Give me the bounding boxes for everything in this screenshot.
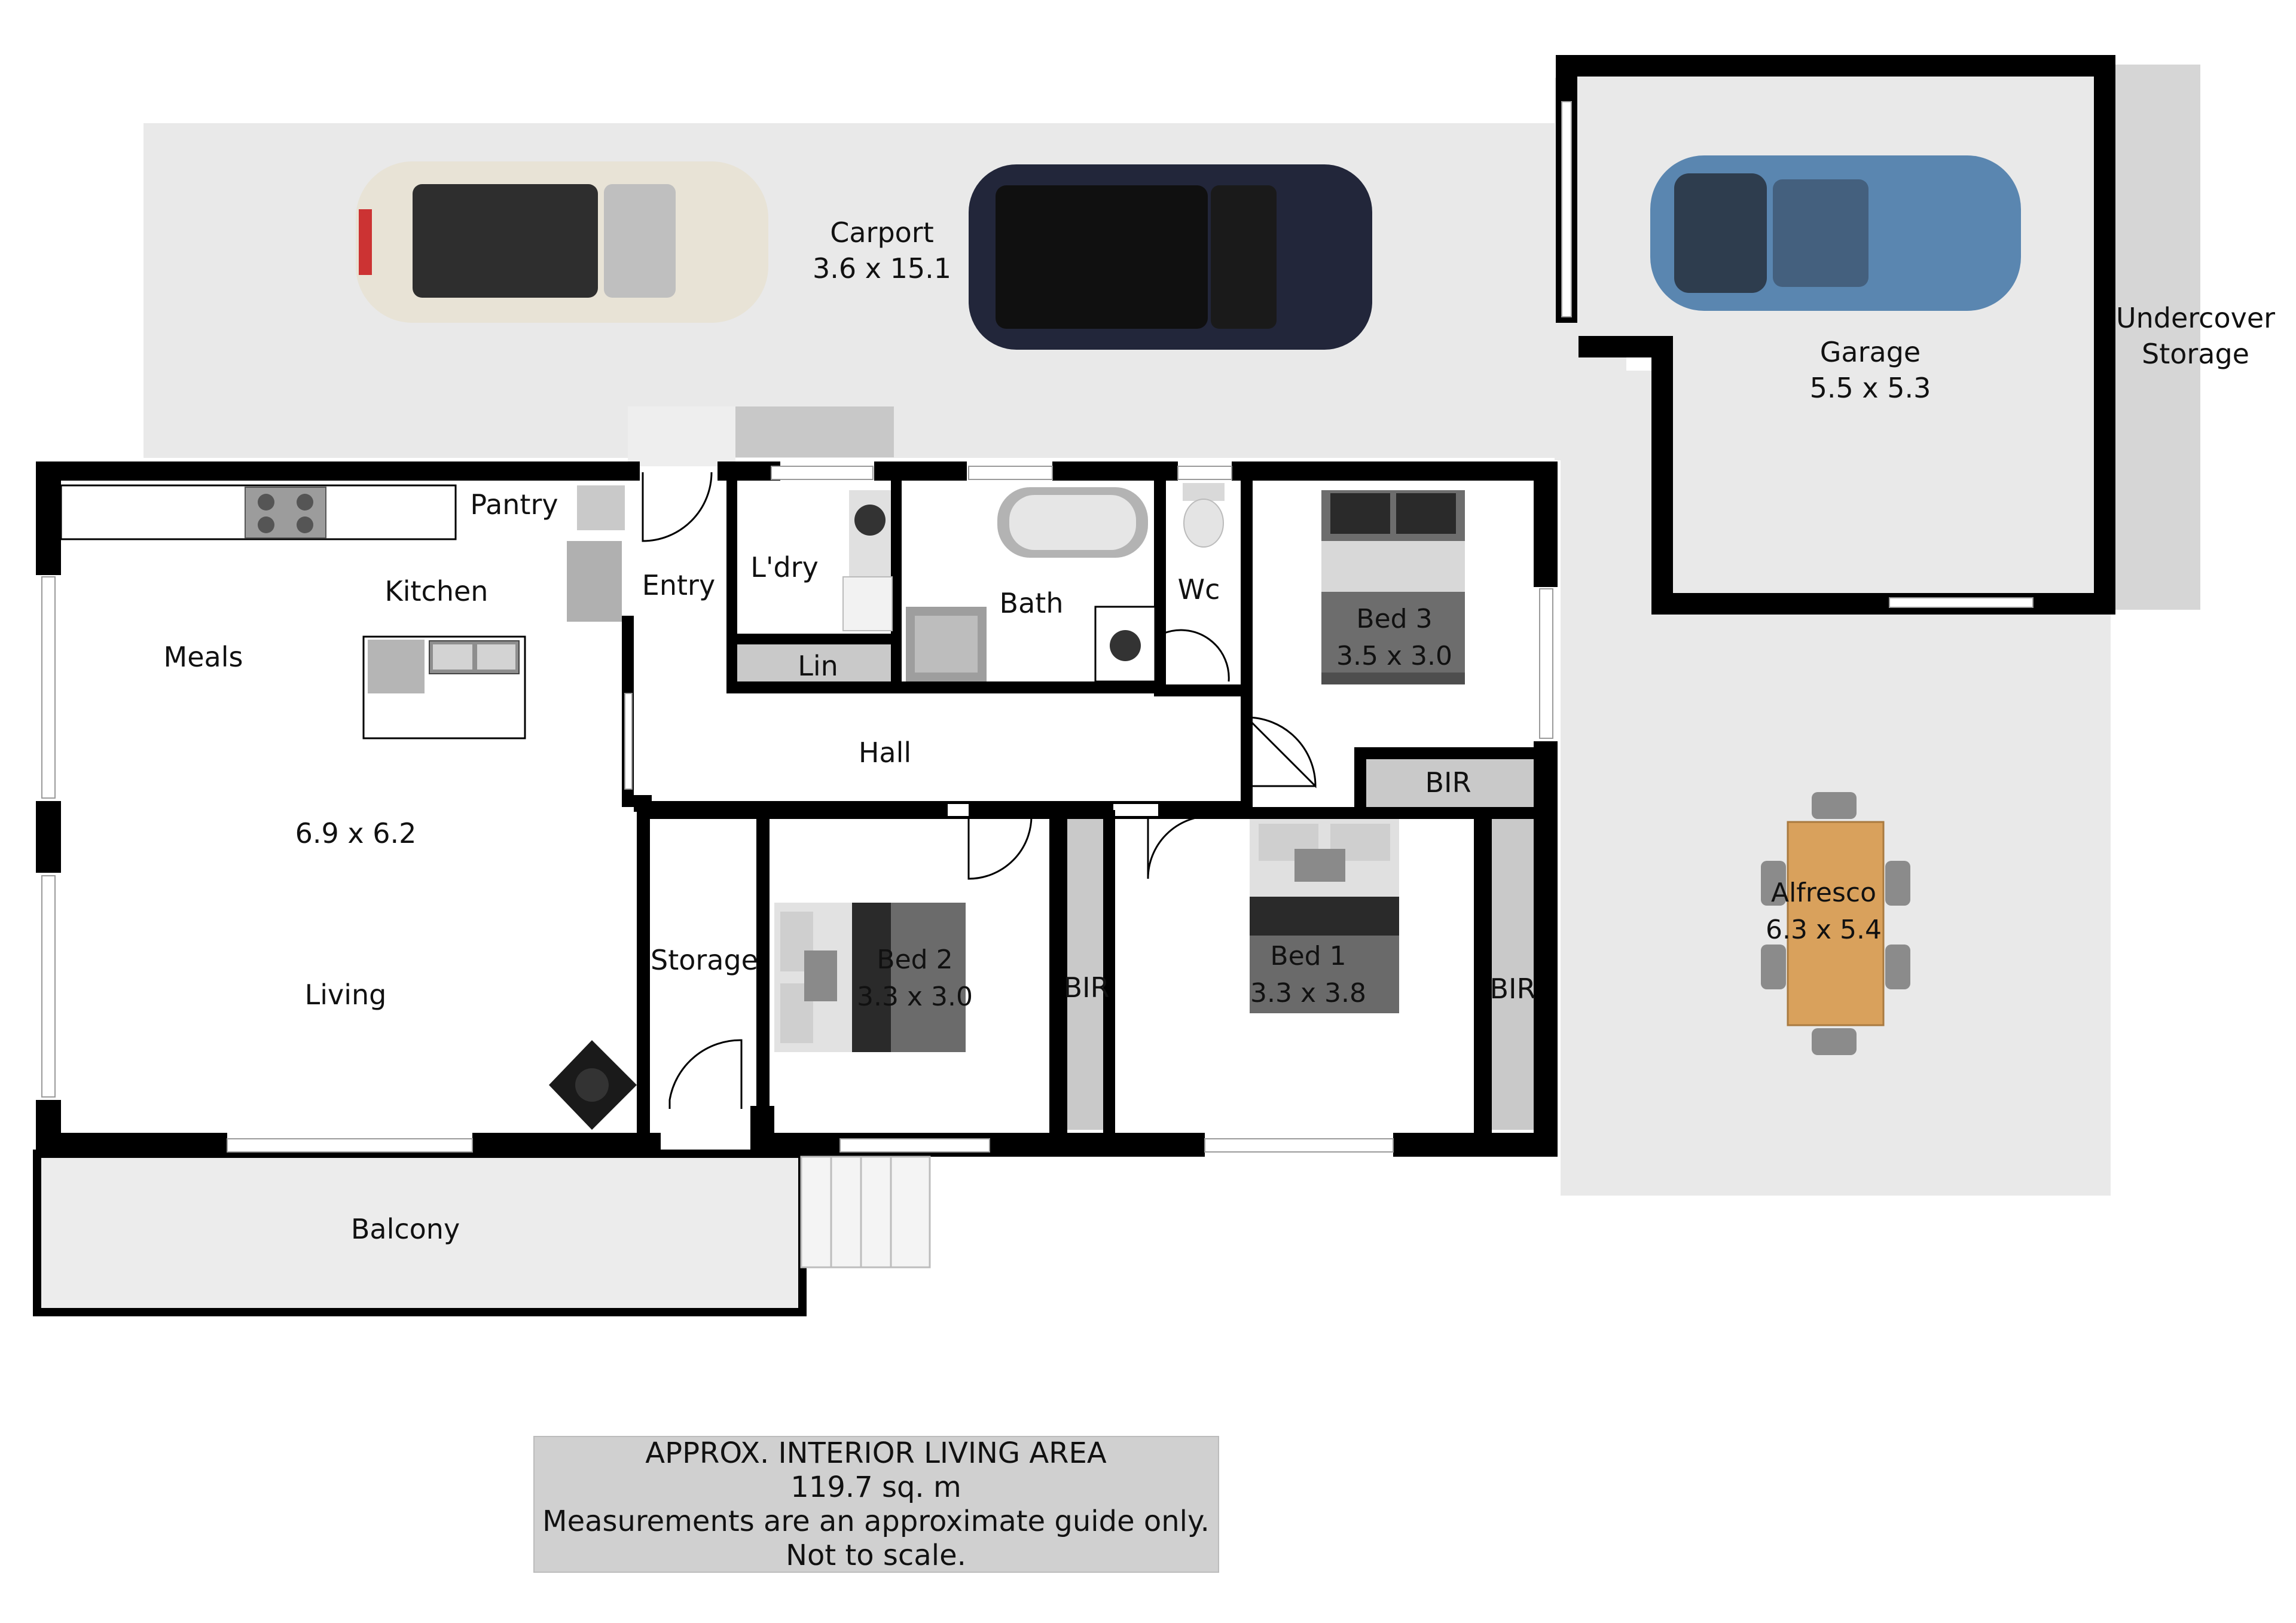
fixtures — [60, 483, 1225, 1130]
info-line-4: Not to scale. — [786, 1539, 966, 1572]
wc-label: Wc — [1178, 573, 1220, 606]
alfresco-table — [1761, 792, 1910, 1055]
bed1-size: 3.3 x 3.8 — [1250, 978, 1366, 1008]
fridge — [567, 541, 622, 622]
kitchen-label: Kitchen — [385, 575, 488, 607]
living-label: Living — [305, 979, 387, 1011]
car-white — [356, 161, 768, 323]
undercover-label-2: Storage — [2142, 338, 2249, 370]
alfresco-label: Alfresco — [1771, 878, 1876, 908]
undercover-storage-area — [2111, 65, 2200, 610]
garage-label: Garage — [1820, 336, 1921, 368]
bed3-label: Bed 3 — [1356, 604, 1432, 634]
car-navy — [969, 164, 1372, 350]
entry-roof — [735, 406, 894, 457]
bir-bed1-shelf — [1486, 819, 1534, 1130]
wc-door — [1162, 629, 1230, 682]
info-line-3: Measurements are an approximate guide on… — [542, 1505, 1210, 1538]
bed2-size: 3.3 x 3.0 — [857, 982, 973, 1012]
alfresco-size: 6.3 x 5.4 — [1766, 915, 1882, 945]
carport-size: 3.6 x 15.1 — [813, 252, 951, 285]
living-size: 6.9 x 6.2 — [295, 817, 417, 849]
bed2-bed — [774, 903, 966, 1052]
entry-steps — [800, 1156, 931, 1269]
carport-label: Carport — [830, 216, 934, 249]
robes — [567, 485, 1544, 1130]
toilet-cistern — [1183, 483, 1225, 501]
entry-landing — [628, 406, 735, 466]
bir-bed3-label: BIR — [1425, 766, 1471, 799]
garage-size: 5.5 x 5.3 — [1810, 372, 1931, 404]
bed1-bed — [1250, 819, 1399, 1013]
undercover-label-1: Undercover — [2116, 302, 2275, 334]
bir-bed2-label: BIR — [1063, 971, 1109, 1004]
bath-label: Bath — [1000, 587, 1064, 619]
garage-walls — [1556, 55, 2115, 615]
doors — [642, 472, 1317, 1109]
entry-door — [642, 472, 713, 542]
garage-window-bottom — [1889, 597, 2034, 608]
bed2-label: Bed 2 — [877, 945, 952, 975]
balcony-label: Balcony — [351, 1213, 460, 1245]
bed3-bed — [1321, 490, 1465, 684]
bed1-label: Bed 1 — [1270, 941, 1346, 971]
storage-door — [668, 1039, 743, 1109]
info-line-2: 119.7 sq. m — [790, 1471, 961, 1504]
windows — [41, 466, 1553, 1153]
car-blue — [1650, 155, 2021, 311]
hall-label: Hall — [859, 736, 911, 769]
room-labels: Carport 3.6 x 15.1 Garage 5.5 x 5.3 Unde… — [164, 216, 2276, 1245]
bir-bed3-shelf — [1364, 759, 1544, 807]
meals-label: Meals — [164, 641, 243, 673]
bed3-size: 3.5 x 3.0 — [1336, 641, 1452, 671]
bed2-door — [967, 815, 1033, 880]
info-line-1: APPROX. INTERIOR LIVING AREA — [645, 1436, 1107, 1470]
walls — [36, 461, 1558, 1157]
laundry-label: L'dry — [750, 551, 819, 583]
bir-bed1-label: BIR — [1489, 973, 1535, 1005]
garage-window-left — [1561, 101, 1572, 317]
storage-label: Storage — [651, 944, 758, 976]
linen-shelf — [735, 644, 894, 687]
entry-label: Entry — [642, 569, 715, 601]
bed3-door — [1245, 716, 1317, 788]
linen-label: Lin — [798, 650, 838, 682]
cooktop — [245, 487, 326, 539]
bed1-door — [1147, 815, 1211, 879]
bir-bed2-shelf — [1063, 819, 1111, 1130]
info-box: APPROX. INTERIOR LIVING AREA 119.7 sq. m… — [533, 1436, 1219, 1573]
beds — [774, 490, 1465, 1052]
pantry-shelf — [577, 485, 625, 530]
pantry-label: Pantry — [470, 488, 558, 521]
